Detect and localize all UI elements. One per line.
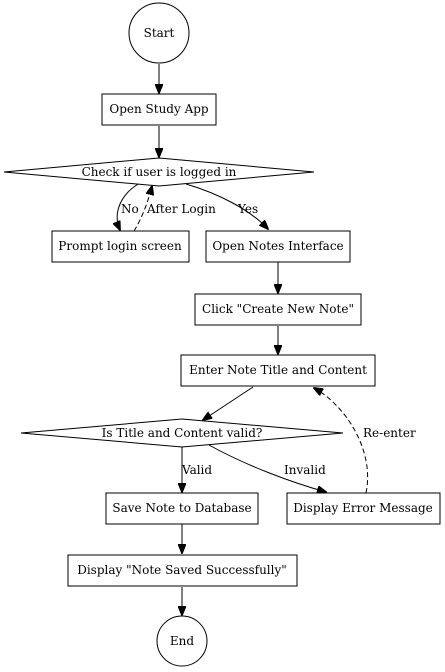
node-save-note: Save Note to Database <box>105 492 259 525</box>
edge-prompt-login-to-check-login <box>133 186 152 232</box>
edge-enter-note-to-validate <box>203 386 254 420</box>
edge-label-no: No <box>121 202 139 216</box>
node-display-success-label: Display "Note Saved Successfully" <box>77 563 287 577</box>
node-error-message-label: Display Error Message <box>293 501 433 515</box>
node-start-label: Start <box>144 26 175 40</box>
edge-labels: No After Login Yes Valid Invalid Re-ente… <box>121 202 416 477</box>
node-validate-label: Is Title and Content valid? <box>102 426 263 440</box>
node-open-app-label: Open Study App <box>109 102 209 116</box>
node-check-login-label: Check if user is logged in <box>82 165 237 179</box>
node-create-note: Click "Create New Note" <box>194 293 362 326</box>
edge-label-invalid: Invalid <box>284 463 326 477</box>
node-validate: Is Title and Content valid? <box>20 418 344 448</box>
node-enter-note: Enter Note Title and Content <box>180 354 376 387</box>
node-start: Start <box>128 2 190 64</box>
edge-error-to-enter-note <box>314 388 368 494</box>
edge-label-after-login: After Login <box>146 202 216 216</box>
edge-label-reenter: Re-enter <box>363 426 416 440</box>
node-end-label: End <box>170 634 194 648</box>
node-check-login: Check if user is logged in <box>3 157 315 187</box>
node-enter-note-label: Enter Note Title and Content <box>189 363 367 377</box>
node-save-note-label: Save Note to Database <box>112 501 251 515</box>
node-prompt-login: Prompt login screen <box>51 230 190 263</box>
edge-label-valid: Valid <box>181 463 212 477</box>
edge-check-login-to-open-notes <box>185 183 268 229</box>
node-create-note-label: Click "Create New Note" <box>202 302 354 316</box>
edge-validate-to-error <box>208 444 326 492</box>
edge-check-login-to-prompt-login <box>117 182 141 230</box>
node-open-notes: Open Notes Interface <box>205 230 351 263</box>
node-open-app: Open Study App <box>101 93 217 126</box>
node-error-message: Display Error Message <box>286 492 441 525</box>
node-display-success: Display "Note Saved Successfully" <box>67 554 298 587</box>
edge-label-yes: Yes <box>237 202 258 216</box>
node-prompt-login-label: Prompt login screen <box>58 239 182 253</box>
edges <box>117 64 368 615</box>
node-open-notes-label: Open Notes Interface <box>212 239 343 253</box>
node-end: End <box>156 615 208 667</box>
